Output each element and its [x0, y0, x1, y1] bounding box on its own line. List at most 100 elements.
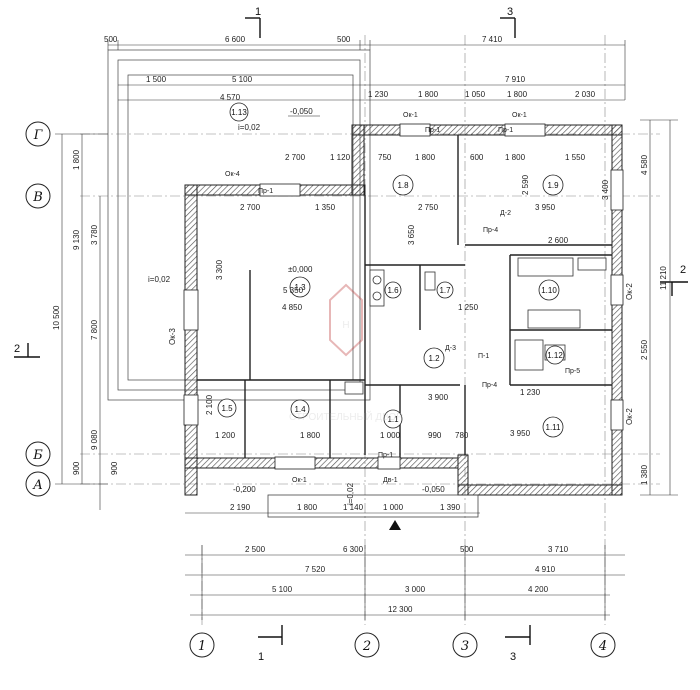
level-floor: ±0,000 [288, 265, 313, 274]
svg-text:500: 500 [460, 545, 474, 554]
svg-text:1 800: 1 800 [507, 90, 528, 99]
section-mark-3-top [500, 17, 516, 38]
section-3-bottom-label: 3 [510, 651, 516, 663]
axis-label-2: 2 [362, 639, 371, 654]
right-dimension-text: 11 210 4 580 2 550 1 380 [640, 154, 668, 485]
room-labels: 1.13 1.8 1.9 1.3 1.6 1.7 1.10 1.2 1.12 1… [217, 102, 565, 438]
svg-text:Д-2: Д-2 [500, 210, 511, 217]
svg-text:Д-3: Д-3 [445, 345, 456, 352]
inner-dimension-text: 4 570 2 700 1 120 750 1 800 600 1 800 1 … [205, 93, 610, 440]
svg-text:990: 990 [428, 431, 442, 440]
svg-text:6 600: 6 600 [225, 35, 246, 44]
svg-text:2 100: 2 100 [205, 394, 214, 415]
svg-text:900: 900 [110, 461, 119, 475]
room-1-5: 1.5 [217, 398, 237, 418]
axis-label-g: Г [33, 128, 43, 143]
svg-text:Ок-3: Ок-3 [168, 328, 177, 345]
svg-text:1 000: 1 000 [383, 503, 404, 512]
section-3-top-label: 3 [507, 6, 513, 18]
svg-text:Дв-1: Дв-1 [383, 477, 398, 484]
svg-text:2 550: 2 550 [640, 339, 649, 360]
svg-text:4 850: 4 850 [282, 303, 303, 312]
svg-text:3 900: 3 900 [428, 393, 449, 402]
svg-text:2 030: 2 030 [575, 90, 596, 99]
axis-label-1: 1 [198, 639, 206, 654]
svg-text:Ок-1: Ок-1 [512, 112, 527, 119]
right-dimension-chains [640, 119, 678, 496]
svg-text:1 120: 1 120 [330, 153, 351, 162]
section-mark-2-left [14, 343, 40, 358]
svg-text:6 300: 6 300 [343, 545, 364, 554]
left-dimension-text: 10 500 1 800 9 130 900 3 780 7 800 9 080… [52, 149, 119, 475]
section-mark-2-right [660, 281, 688, 296]
svg-text:1.11: 1.11 [546, 423, 562, 432]
level-terrace-bottom-right: -0,050 [422, 485, 445, 494]
svg-text:1 800: 1 800 [297, 503, 318, 512]
svg-text:4 570: 4 570 [220, 93, 241, 102]
section-2-right-label: 2 [680, 264, 686, 276]
svg-text:1.2: 1.2 [428, 354, 440, 363]
svg-text:1 230: 1 230 [520, 388, 541, 397]
svg-text:2 190: 2 190 [230, 503, 251, 512]
svg-text:780: 780 [455, 431, 469, 440]
room-1-8: 1.8 [392, 174, 414, 196]
svg-text:3 000: 3 000 [405, 585, 426, 594]
axis-label-a: А [32, 478, 43, 493]
svg-text:1.4: 1.4 [294, 405, 306, 414]
axis-bubble-v: В [25, 183, 51, 209]
svg-text:1 200: 1 200 [215, 431, 236, 440]
section-1-top-label: 1 [255, 6, 261, 18]
svg-text:1.10: 1.10 [541, 286, 557, 295]
level-terrace-top: -0,050 [290, 107, 313, 116]
svg-text:600: 600 [470, 153, 484, 162]
svg-text:5 100: 5 100 [232, 75, 253, 84]
svg-text:2 700: 2 700 [240, 203, 261, 212]
section-1-bottom-label: 1 [258, 651, 264, 663]
top-dimension-chains [107, 40, 626, 101]
room-1-6: 1.6 [384, 281, 402, 299]
section-mark-1-top [245, 17, 261, 38]
svg-text:1 800: 1 800 [72, 149, 81, 170]
svg-text:500: 500 [337, 35, 351, 44]
svg-text:4 200: 4 200 [528, 585, 549, 594]
svg-text:1 550: 1 550 [565, 153, 586, 162]
axis-bubble-b: Б [25, 441, 51, 467]
room-1-12: 1.12 [545, 345, 565, 365]
svg-text:5 100: 5 100 [272, 585, 293, 594]
axis-bubble-a: А [25, 471, 51, 497]
room-1-11: 1.11 [542, 416, 564, 438]
slope-bottom: i=0,02 [346, 482, 355, 505]
window-openings [183, 123, 624, 470]
section-mark-1-bottom [258, 625, 283, 645]
svg-text:Пр-1: Пр-1 [425, 127, 440, 134]
axis-bubble-3: 3 [452, 632, 478, 658]
level-marks: -0,050 ±0,000 -0,200 -0,050 i=0,02 i=0,0… [148, 107, 445, 505]
svg-text:Ок-4: Ок-4 [225, 171, 240, 178]
svg-text:3 300: 3 300 [215, 259, 224, 280]
svg-text:1 380: 1 380 [640, 464, 649, 485]
svg-text:1 250: 1 250 [458, 303, 479, 312]
entry-arrow-icon [389, 520, 401, 530]
svg-text:3 650: 3 650 [407, 224, 416, 245]
svg-text:1 050: 1 050 [465, 90, 486, 99]
svg-text:Пр-4: Пр-4 [482, 382, 497, 389]
svg-text:4 580: 4 580 [640, 154, 649, 175]
svg-text:1 800: 1 800 [415, 153, 436, 162]
axis-bubble-4: 4 [590, 632, 616, 658]
svg-text:Пр-1: Пр-1 [378, 452, 393, 459]
svg-text:1.12: 1.12 [547, 351, 563, 360]
svg-text:Ок-2: Ок-2 [625, 408, 634, 425]
axis-label-b: Б [32, 448, 43, 463]
interior-walls [197, 135, 612, 458]
svg-text:7 910: 7 910 [505, 75, 526, 84]
top-dimension-text: 500 6 600 500 7 410 7 910 1 500 5 100 1 … [104, 35, 596, 99]
svg-text:Ок-1: Ок-1 [403, 112, 418, 119]
svg-text:11 210: 11 210 [659, 266, 668, 290]
room-1-4: 1.4 [290, 399, 310, 419]
svg-text:1 800: 1 800 [505, 153, 526, 162]
svg-text:7 410: 7 410 [482, 35, 503, 44]
section-mark-3-bottom [505, 625, 531, 645]
axis-label-3: 3 [461, 639, 469, 654]
svg-text:Ок-1: Ок-1 [292, 477, 307, 484]
